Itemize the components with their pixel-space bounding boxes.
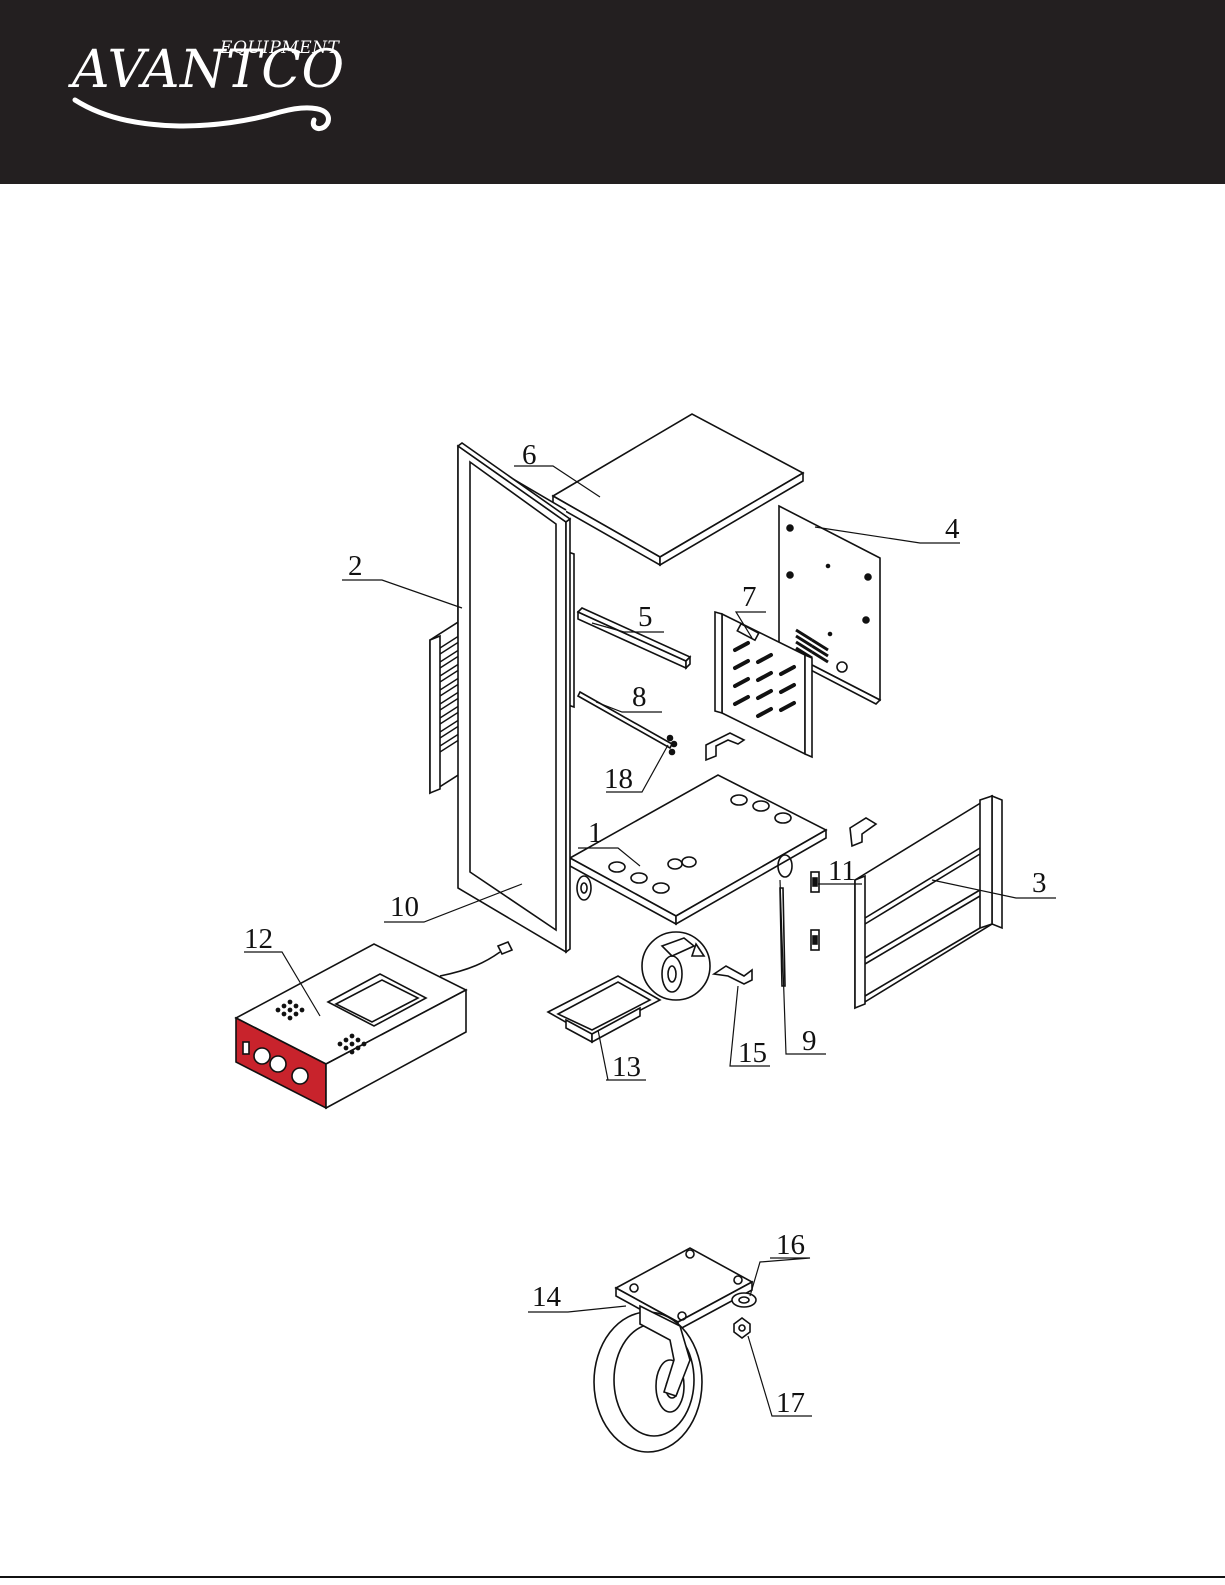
- callout-13: 13: [612, 1051, 641, 1083]
- callout-5: 5: [638, 601, 653, 633]
- part-bracket: [706, 733, 744, 760]
- callout-10: 10: [390, 891, 419, 923]
- part-pan: [548, 976, 660, 1042]
- part-top-panel: [553, 414, 803, 565]
- callout-8: 8: [632, 681, 647, 713]
- callout-18: 18: [604, 763, 633, 795]
- part-caster-inset: [642, 932, 710, 1000]
- callout-16: 16: [776, 1229, 805, 1261]
- part-caster-detail: [594, 1248, 756, 1452]
- brand-logo: AVANTCO: [72, 44, 345, 96]
- callout-3: 3: [1032, 867, 1047, 899]
- part-base-platform: [570, 775, 826, 924]
- header-bar: EQUIPMENT AVANTCO: [0, 0, 1225, 184]
- callout-1: 1: [588, 817, 603, 849]
- callout-9: 9: [802, 1025, 817, 1057]
- part-bar: [578, 608, 690, 668]
- part-heating-unit: [236, 942, 512, 1108]
- callout-15: 15: [738, 1037, 767, 1069]
- part-rod: [578, 692, 672, 748]
- callout-14: 14: [532, 1281, 562, 1313]
- part-door-frame: [458, 443, 570, 952]
- callout-6: 6: [522, 439, 537, 471]
- exploded-parts-diagram: 6 4 2 7 5 8 18 1 11 3 10 12 9 15 13 16 1…: [0, 184, 1225, 1574]
- logo-swoosh-icon: [70, 90, 340, 140]
- callout-2: 2: [348, 550, 363, 582]
- callout-12: 12: [244, 923, 273, 955]
- footer-rule: [0, 1576, 1225, 1578]
- callout-11: 11: [828, 855, 856, 887]
- callout-4: 4: [945, 513, 960, 545]
- part-hinges: [811, 872, 819, 950]
- callout-7: 7: [742, 581, 757, 613]
- callout-17: 17: [776, 1387, 805, 1419]
- part-side-rack: [855, 796, 1002, 1008]
